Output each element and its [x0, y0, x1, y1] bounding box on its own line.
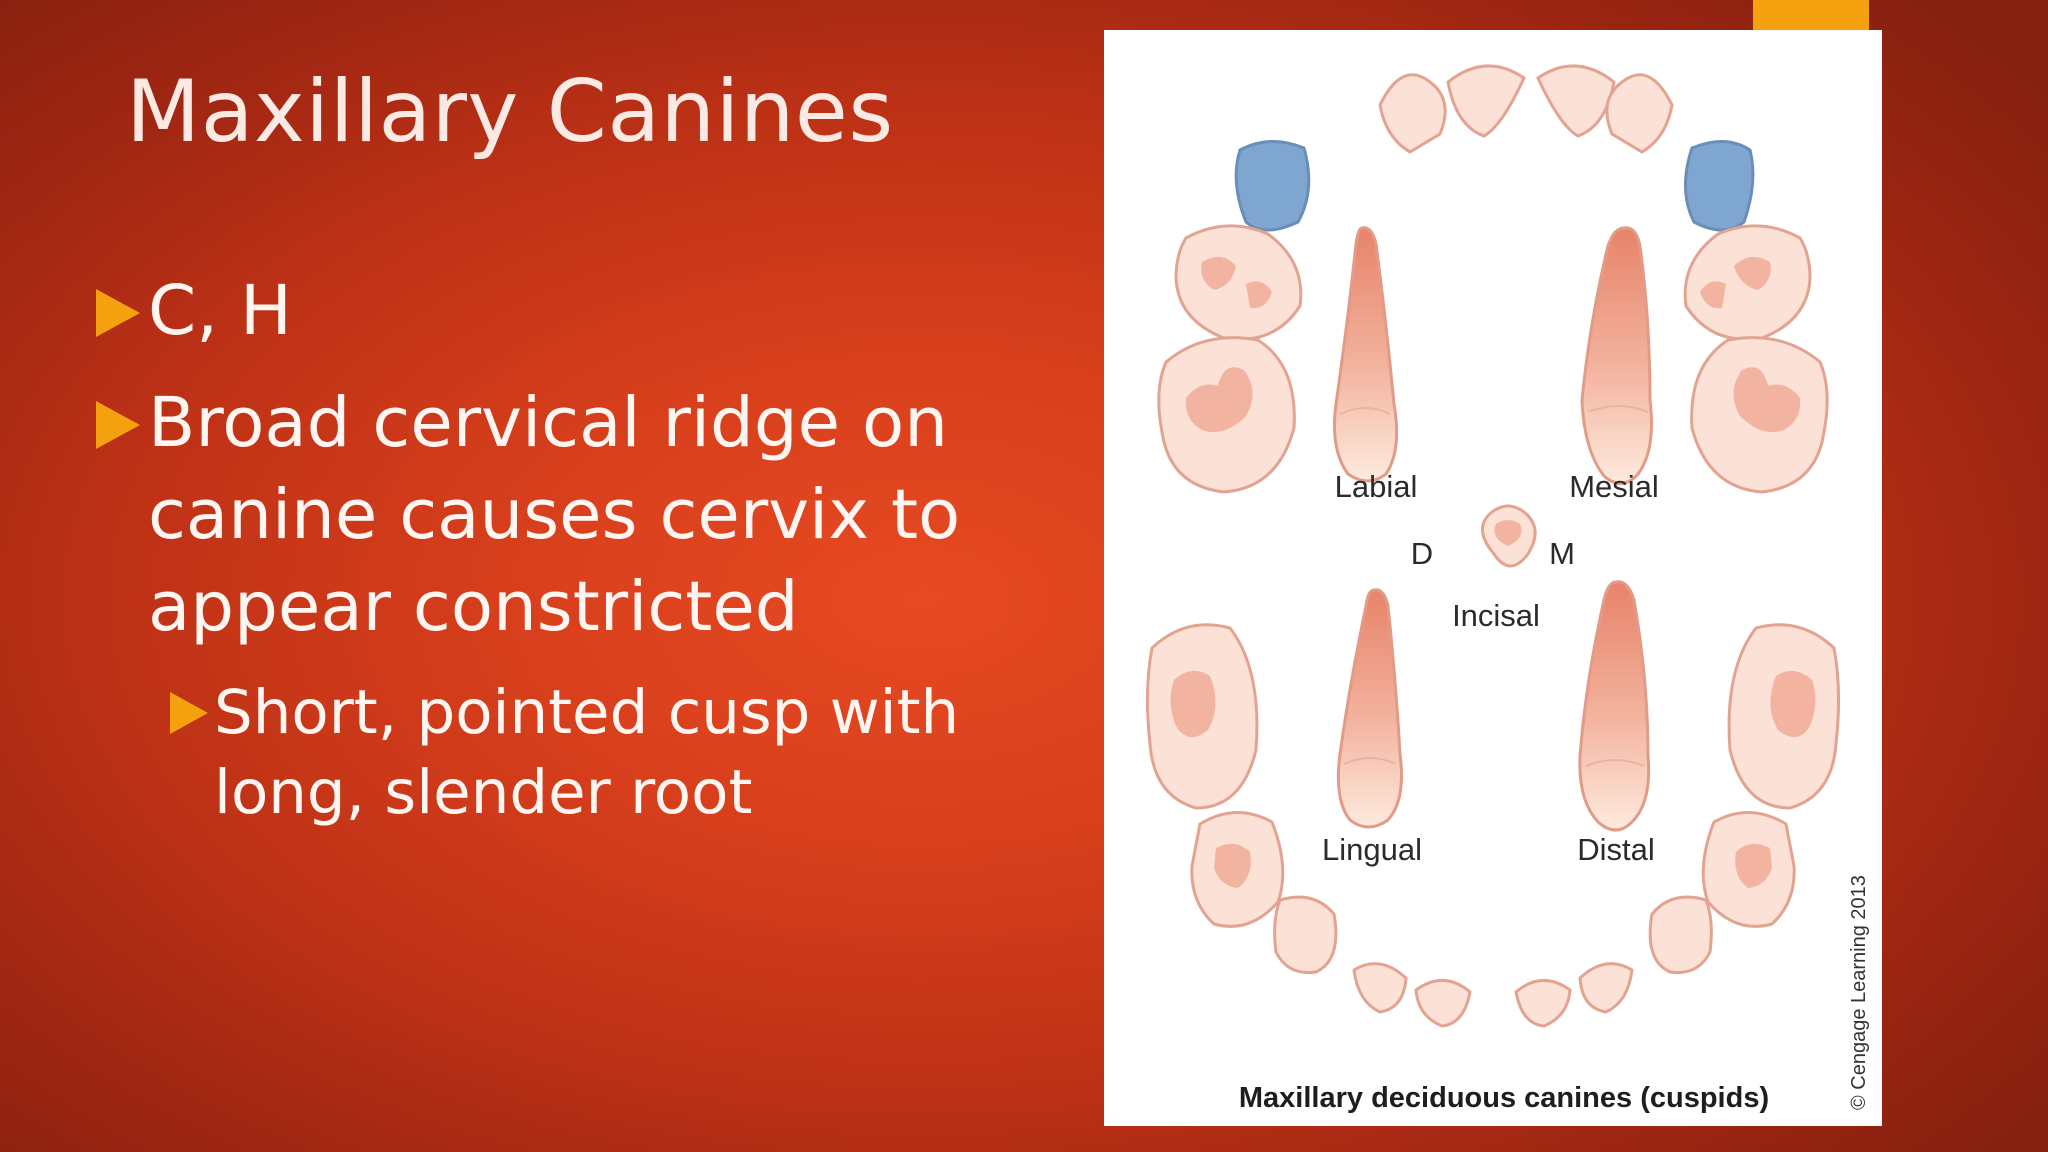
tooth-upper-canine-left [1683, 140, 1755, 232]
label-lingual: Lingual [1322, 832, 1422, 867]
bullet-arrow-icon [96, 289, 140, 337]
dental-arch-illustration: Labial Mesial D M Incisal Lingual Distal… [1145, 64, 1870, 1114]
bullet-item: Broad cervical ridge on canine causes ce… [96, 377, 996, 653]
tooth-upper-incisor [1605, 73, 1674, 154]
tooth-lower-canine [1648, 895, 1713, 975]
tooth-lower-incisor [1578, 962, 1634, 1014]
dental-figure: Labial Mesial D M Incisal Lingual Distal… [1104, 30, 1882, 1126]
canine-incisal-view [1481, 504, 1537, 568]
tooth-upper-incisor [1378, 73, 1447, 154]
label-mesial: Mesial [1569, 469, 1659, 504]
upper-arch-occlusal-detail [1185, 256, 1801, 433]
label-labial: Labial [1335, 469, 1418, 504]
tooth-lower-incisor [1414, 979, 1472, 1028]
bullet-arrow-icon [96, 401, 140, 449]
bullet-text: C, H [148, 271, 292, 351]
label-distal: Distal [1577, 832, 1655, 867]
label-distal-abbrev: D [1411, 536, 1433, 571]
accent-tab [1753, 0, 1869, 30]
slide-title: Maxillary Canines [126, 62, 894, 162]
lower-arch [1145, 623, 1841, 1028]
bullet-arrow-icon [170, 692, 208, 734]
bullet-list: C, H Broad cervical ridge on canine caus… [96, 265, 996, 833]
sub-bullet-item: Short, pointed cusp with long, slender r… [170, 673, 996, 833]
tooth-lower-incisor [1352, 962, 1408, 1014]
upper-arch [1157, 64, 1829, 494]
bullet-item: C, H [96, 265, 996, 357]
tooth-upper-incisor [1446, 64, 1526, 138]
tooth-upper-premolar [1174, 224, 1303, 341]
canine-lingual-view [1336, 588, 1403, 829]
tooth-upper-canine-right [1234, 139, 1311, 232]
copyright-notice: © Cengage Learning 2013 [1848, 875, 1870, 1110]
tooth-lower-canine [1273, 895, 1338, 975]
canine-distal-view [1578, 580, 1651, 832]
canine-labial-view [1333, 226, 1399, 483]
bullet-text: Broad cervical ridge on canine causes ce… [148, 383, 961, 647]
figure-caption: Maxillary deciduous canines (cuspids) [1239, 1082, 1769, 1114]
lower-arch-occlusal-detail [1170, 670, 1816, 888]
tooth-lower-incisor [1514, 979, 1572, 1028]
sub-bullet-text: Short, pointed cusp with long, slender r… [214, 677, 960, 828]
label-mesial-abbrev: M [1549, 536, 1575, 571]
label-incisal: Incisal [1452, 598, 1540, 633]
canine-mesial-view [1580, 226, 1653, 485]
tooth-upper-incisor [1536, 64, 1616, 138]
